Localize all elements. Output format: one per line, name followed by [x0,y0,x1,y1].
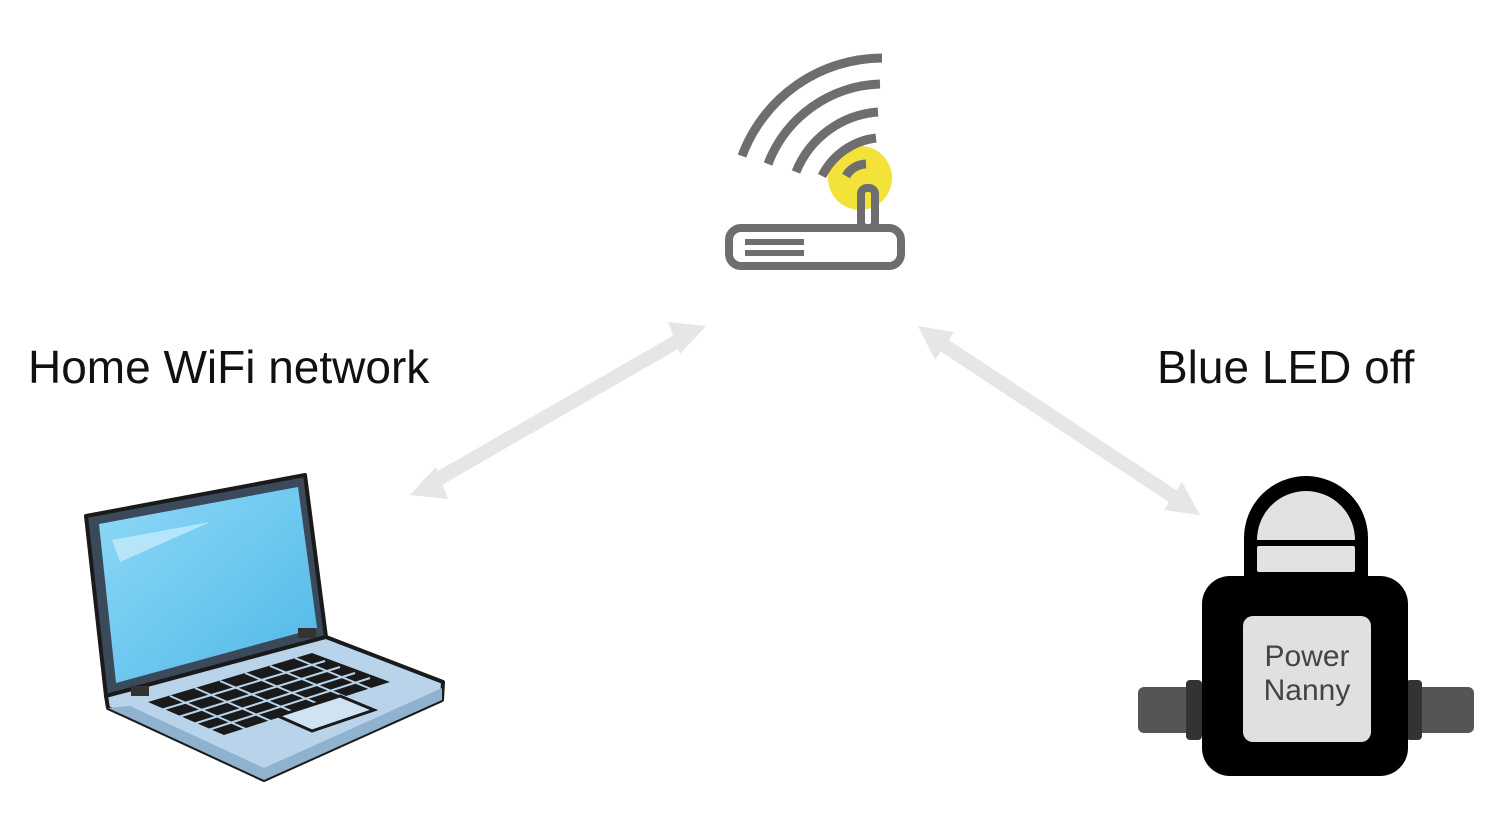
led-status-label: Blue LED off [1157,341,1415,393]
laptop-touchpad [273,694,379,733]
arrow-router-laptop [410,322,706,499]
laptop-keyboard [148,653,390,735]
laptop-icon [84,473,445,782]
device-label-line1: Power [1264,640,1349,673]
device-plate [1243,616,1371,742]
arrow-router-device [918,326,1200,515]
device-label-line2: Nanny [1264,674,1351,707]
power-nanny-device-icon: Power Nanny [1138,476,1474,776]
network-label: Home WiFi network [28,341,430,393]
wifi-router-icon [725,53,905,270]
